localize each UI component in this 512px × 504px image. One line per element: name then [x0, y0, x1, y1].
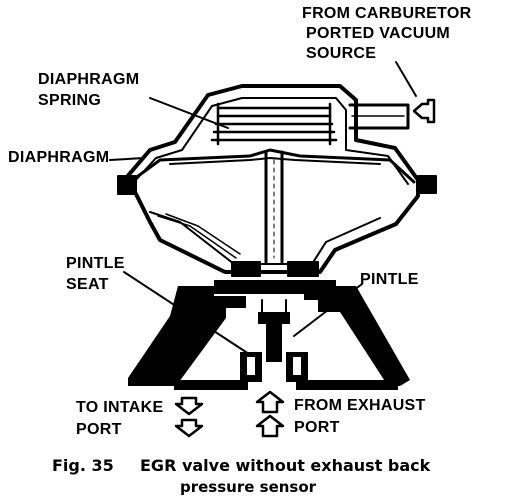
passage-floor — [174, 380, 398, 390]
flow-arrow-down-icon — [174, 396, 204, 416]
flow-arrow-left-icon — [412, 98, 436, 124]
lower-housing — [134, 192, 398, 274]
source-label-line3: SOURCE — [306, 45, 377, 62]
source-label-line2: PORTED VACUUM — [306, 25, 451, 42]
pintle-shaft-outline — [261, 299, 287, 313]
pintle-seat-label-line1: PINTLE — [66, 255, 125, 272]
lower-housing-hatch — [157, 213, 241, 259]
figure-caption-line1: EGR valve without exhaust back — [140, 456, 431, 475]
spring-label-line1: DIAPHRAGM — [38, 71, 140, 88]
base-casting-top — [214, 280, 336, 294]
intake-label-line2: PORT — [76, 421, 122, 438]
diaphragm-spring — [210, 102, 338, 146]
figure-caption-line2: pressure sensor — [180, 478, 317, 496]
spring-label-line2: SPRING — [38, 92, 102, 109]
flow-arrow-down-icon — [174, 418, 204, 438]
valve-stem — [264, 150, 284, 264]
pintle-head — [258, 312, 290, 362]
pintle-label: PINTLE — [360, 271, 419, 288]
intake-label-line1: TO INTAKE — [76, 399, 164, 416]
diaphragm-label: DIAPHRAGM — [8, 149, 110, 166]
diaphragm-membrane — [128, 148, 416, 184]
pintle-seat-label-line2: SEAT — [66, 276, 109, 293]
exhaust-label-line2: PORT — [294, 419, 340, 436]
flow-arrow-up-icon — [255, 390, 285, 414]
upper-housing — [124, 84, 420, 226]
diaphragm-plate — [169, 157, 381, 165]
upper-housing-inner — [133, 97, 409, 185]
stem-bushing — [231, 261, 319, 277]
flow-arrow-up-icon — [255, 414, 285, 438]
vacuum-nipple — [348, 103, 410, 130]
lower-housing-inner — [149, 211, 381, 265]
base-casting-left — [128, 286, 246, 386]
figure-number: Fig. 35 — [52, 456, 114, 475]
source-label-line1: FROM CARBURETOR — [302, 5, 472, 22]
base-casting-right — [304, 286, 410, 386]
right-flange-lug — [417, 175, 437, 194]
exhaust-label-line1: FROM EXHAUST — [294, 397, 426, 414]
callout-lines — [109, 61, 417, 357]
